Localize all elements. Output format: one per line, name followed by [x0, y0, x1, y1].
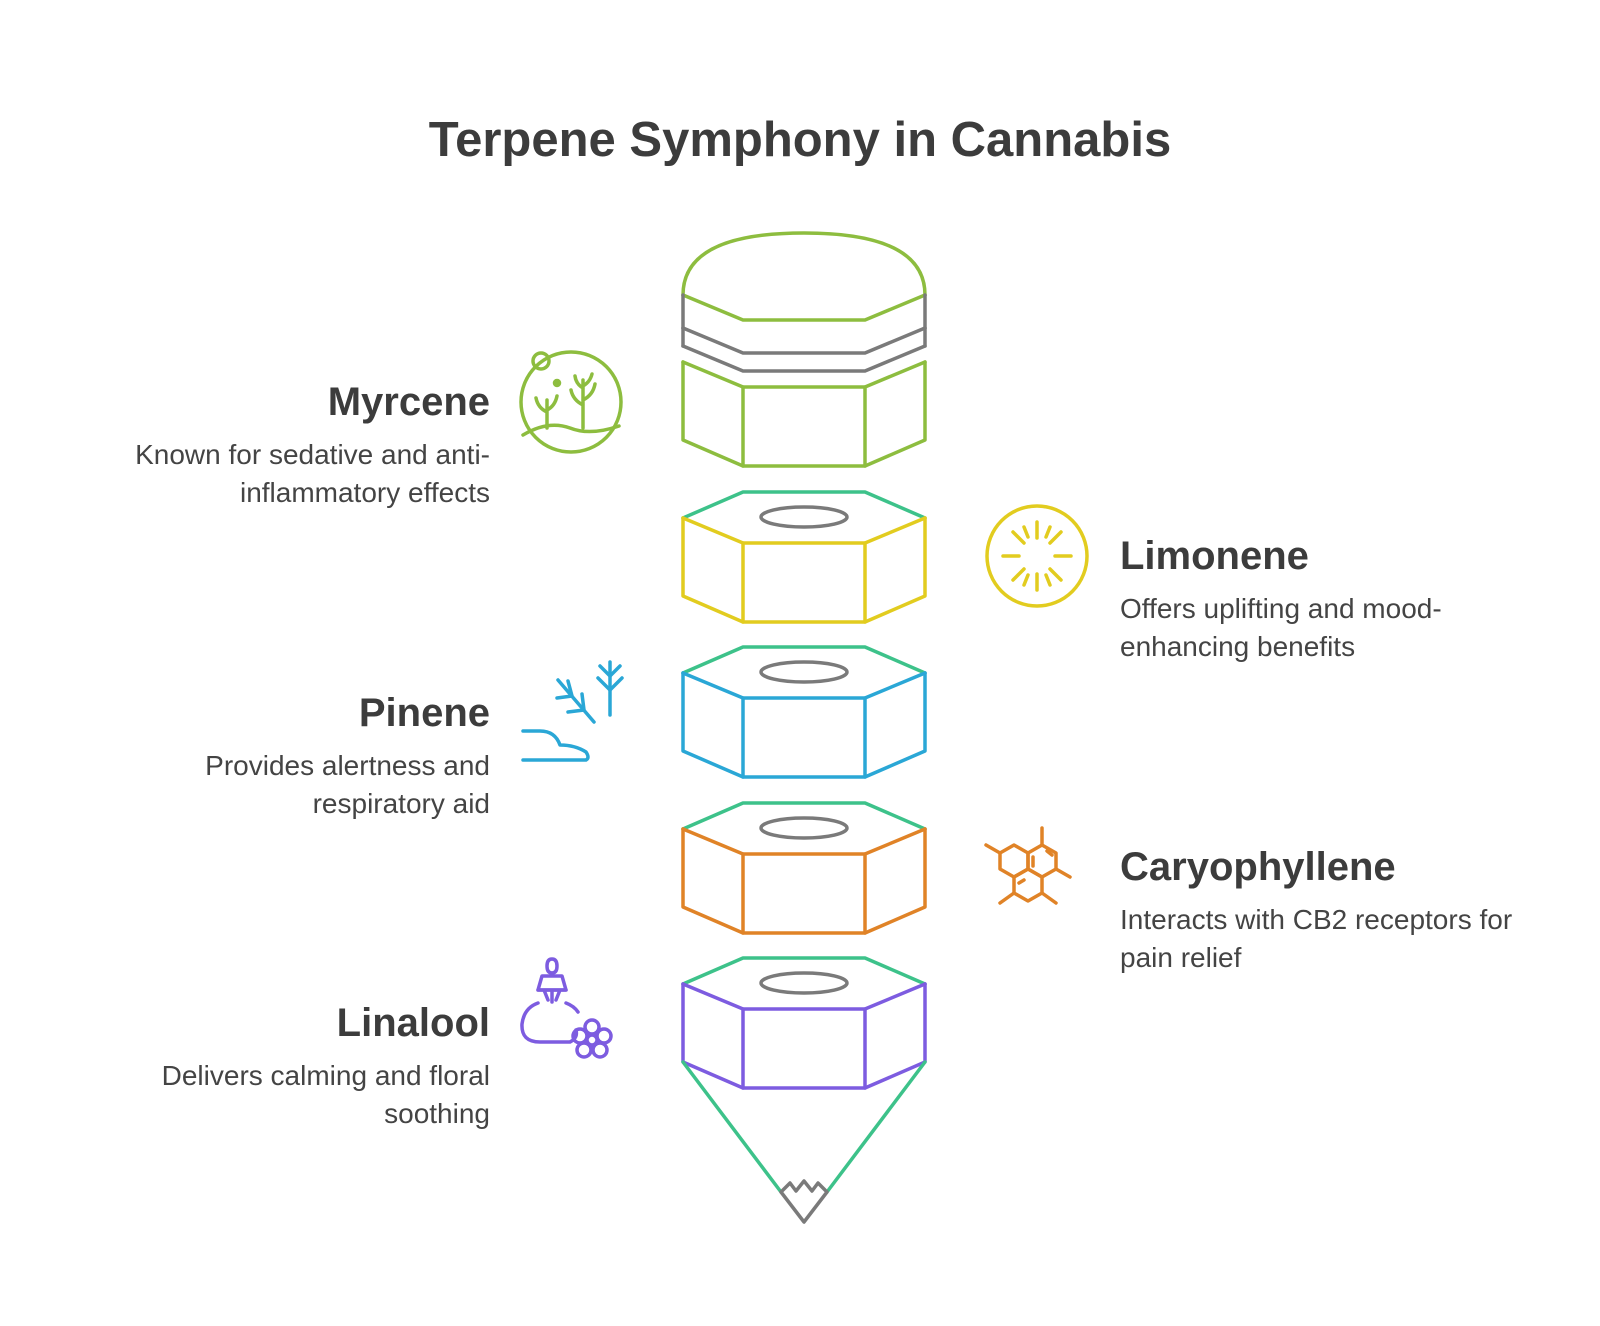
linalool-heading: Linalool [336, 1001, 490, 1045]
pine-sprigs-icon [521, 660, 624, 762]
myrcene-cap-layer [681, 231, 927, 468]
limonene-description: Offers uplifting and mood-enhancing bene… [1120, 593, 1442, 662]
pinene-block: Pinene Provides alertness and respirator… [60, 689, 490, 823]
pinene-description: Provides alertness and respiratory aid [205, 750, 490, 819]
linalool-block: Linalool Delivers calming and floral soo… [60, 999, 490, 1133]
linalool-description: Delivers calming and floral soothing [161, 1060, 490, 1129]
page-title: Terpene Symphony in Cannabis [428, 113, 1172, 167]
pinene-heading: Pinene [358, 691, 490, 735]
caryophyllene-description: Interacts with CB2 receptors for pain re… [1120, 904, 1513, 973]
caryophyllene-layer [681, 801, 927, 935]
myrcene-block: Myrcene Known for sedative and anti-infl… [60, 378, 490, 512]
limonene-block: Limonene Offers uplifting and mood-enhan… [1120, 532, 1520, 666]
myrcene-description: Known for sedative and anti-inflammatory… [135, 439, 490, 508]
molecule-hexagons-icon [984, 826, 1072, 905]
pinene-layer [681, 645, 927, 779]
myrcene-heading: Myrcene [327, 380, 490, 424]
plant-sprouts-icon [519, 350, 623, 454]
linalool-layer [681, 956, 927, 1090]
citrus-slice-icon [985, 504, 1089, 608]
limonene-heading: Limonene [1120, 534, 1309, 578]
cone-tip [681, 1060, 927, 1224]
caryophyllene-block: Caryophyllene Interacts with CB2 recepto… [1120, 843, 1560, 977]
lavender-flower-icon [520, 957, 613, 1059]
caryophyllene-heading: Caryophyllene [1120, 845, 1396, 889]
limonene-layer [681, 490, 927, 624]
